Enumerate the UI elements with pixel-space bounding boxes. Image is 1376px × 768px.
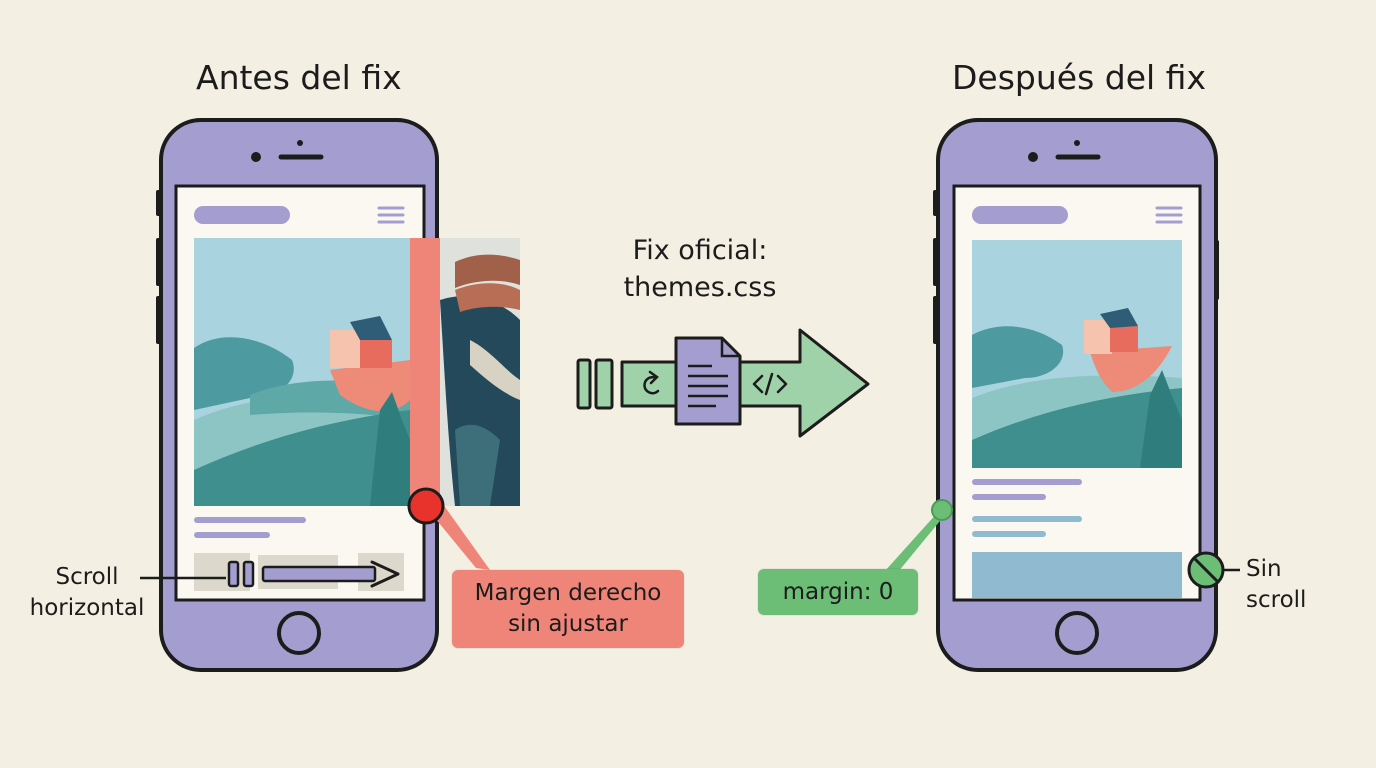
ok-marker: [931, 499, 953, 521]
refresh-icon: [643, 370, 660, 395]
menu-icon[interactable]: [377, 206, 405, 224]
no-scroll-label: Sin scroll: [1246, 554, 1306, 616]
error-callout: Margen derecho sin ajustar: [452, 570, 684, 648]
error-callout-line1: Margen derecho: [474, 580, 662, 606]
no-scroll-line2: scroll: [1246, 587, 1307, 613]
before-title: Antes del fix: [196, 58, 402, 97]
phone-before: [140, 118, 520, 672]
nav-pill: [194, 206, 290, 224]
content-block: [972, 552, 1182, 598]
no-scroll-line1: Sin: [1246, 556, 1282, 582]
horizontal-scroll-indicator[interactable]: [227, 560, 400, 588]
document-icon: [674, 336, 742, 426]
code-icon: [752, 372, 788, 396]
home-button-icon[interactable]: [277, 611, 321, 655]
menu-icon[interactable]: [1155, 206, 1183, 224]
overflow-content: [410, 238, 520, 506]
home-button-icon[interactable]: [1055, 611, 1099, 655]
hero-image-after: [972, 240, 1182, 468]
margin-callout: margin: 0: [758, 569, 918, 615]
hero-image-before: [194, 238, 410, 506]
phone-after: [884, 118, 1240, 672]
fix-arrow: [576, 328, 870, 438]
fix-label-line1: Fix oficial:: [632, 235, 768, 266]
no-scroll-icon: [1187, 551, 1225, 589]
error-marker: [407, 487, 445, 525]
scroll-label-line2: horizontal: [29, 595, 145, 621]
fix-label: Fix oficial: themes.css: [600, 232, 800, 306]
scroll-horizontal-label: Scroll horizontal: [22, 562, 152, 624]
fix-label-line2: themes.css: [623, 272, 777, 303]
scroll-label-line1: Scroll: [55, 564, 119, 590]
error-callout-line2: sin ajustar: [508, 611, 628, 637]
after-title: Después del fix: [952, 58, 1206, 97]
